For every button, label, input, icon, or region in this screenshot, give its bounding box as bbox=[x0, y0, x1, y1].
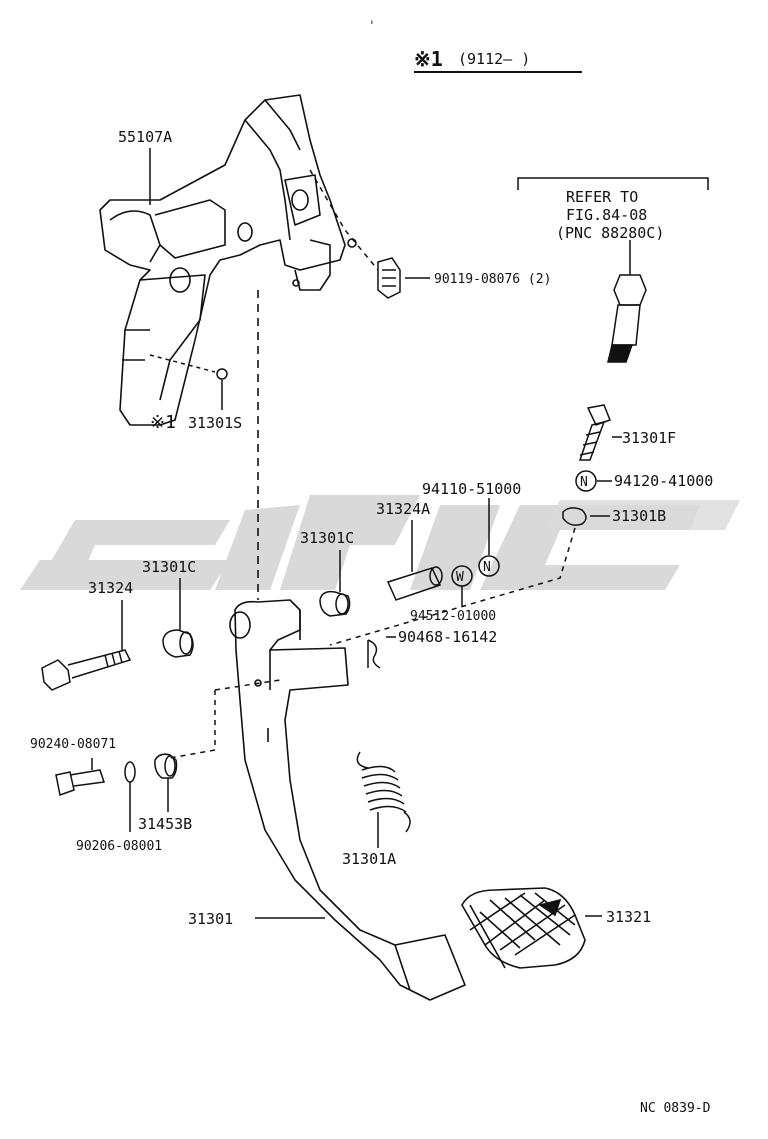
collar-31324A bbox=[386, 520, 443, 601]
label-90468: 90468-16142 bbox=[398, 628, 497, 646]
label-31301: 31301 bbox=[188, 910, 233, 928]
label-31301F: 31301F bbox=[622, 429, 676, 447]
figure-code: NC 0839-D bbox=[640, 1101, 711, 1116]
washer-94512: W bbox=[451, 565, 473, 606]
washer-90206 bbox=[124, 761, 136, 832]
bolt-90240 bbox=[55, 758, 105, 796]
label-31301B: 31301B bbox=[612, 507, 666, 525]
watermark-logo bbox=[20, 495, 740, 590]
label-94120: 94120-41000 bbox=[614, 472, 713, 490]
header-note: ˌ ※1 (9112– ) bbox=[368, 11, 582, 73]
label-31321: 31321 bbox=[606, 908, 651, 926]
refer-line-2: FIG.84-08 bbox=[566, 206, 647, 224]
nut-94110: N bbox=[478, 498, 500, 577]
refer-box: REFER TO FIG.84-08 (PNC 88280C) bbox=[517, 177, 709, 242]
bolt-31301F bbox=[578, 404, 622, 461]
label-31453B: 31453B bbox=[138, 815, 192, 833]
label-90240: 90240-08071 bbox=[30, 737, 116, 752]
nut-94120: N bbox=[575, 470, 612, 492]
label-31301A: 31301A bbox=[342, 850, 396, 868]
label-90119: 90119-08076 (2) bbox=[434, 272, 551, 287]
bushing-31453B bbox=[154, 753, 178, 812]
note-range: (9112– ) bbox=[458, 50, 530, 68]
cushion-31301B bbox=[329, 507, 610, 646]
label-31301C-upper: 31301C bbox=[300, 529, 354, 547]
spring-31301A bbox=[356, 751, 411, 848]
pin-31301S bbox=[149, 354, 228, 410]
stop-lamp-switch bbox=[607, 240, 647, 363]
bushing-31301C-left bbox=[162, 578, 194, 658]
pedal-bracket bbox=[99, 94, 357, 426]
label-90206: 90206-08001 bbox=[76, 839, 162, 854]
label-94512: 94512-01000 bbox=[410, 609, 496, 624]
washer-symbol: W bbox=[456, 570, 464, 585]
label-55107A: 55107A bbox=[118, 128, 172, 146]
part-labels: 55107A 90119-08076 (2) ※1 31301S 31301F … bbox=[30, 128, 713, 928]
label-31324A: 31324A bbox=[376, 500, 430, 518]
label-31324: 31324 bbox=[88, 579, 133, 597]
bolt-31324 bbox=[41, 600, 132, 691]
pedal-arm-31301 bbox=[229, 290, 466, 1001]
bushing-31301C-upper bbox=[319, 550, 351, 617]
label-31301C-left: 31301C bbox=[142, 558, 196, 576]
note-mark: ※1 bbox=[414, 47, 443, 71]
refer-line-3: (PNC 88280C) bbox=[556, 224, 664, 242]
bolt-90119 bbox=[309, 169, 430, 299]
nut-symbol: N bbox=[580, 475, 588, 490]
label-94110: 94110-51000 bbox=[422, 480, 521, 498]
clip-90468 bbox=[367, 636, 396, 669]
label-31301S: 31301S bbox=[188, 414, 242, 432]
nut-symbol-2: N bbox=[483, 560, 491, 575]
clip-line bbox=[169, 679, 281, 759]
header-tick: ˌ bbox=[368, 11, 376, 26]
label-31301S-mark: ※1 bbox=[150, 412, 176, 433]
refer-line-1: REFER TO bbox=[566, 188, 638, 206]
pedal-pad-31321 bbox=[461, 887, 602, 969]
